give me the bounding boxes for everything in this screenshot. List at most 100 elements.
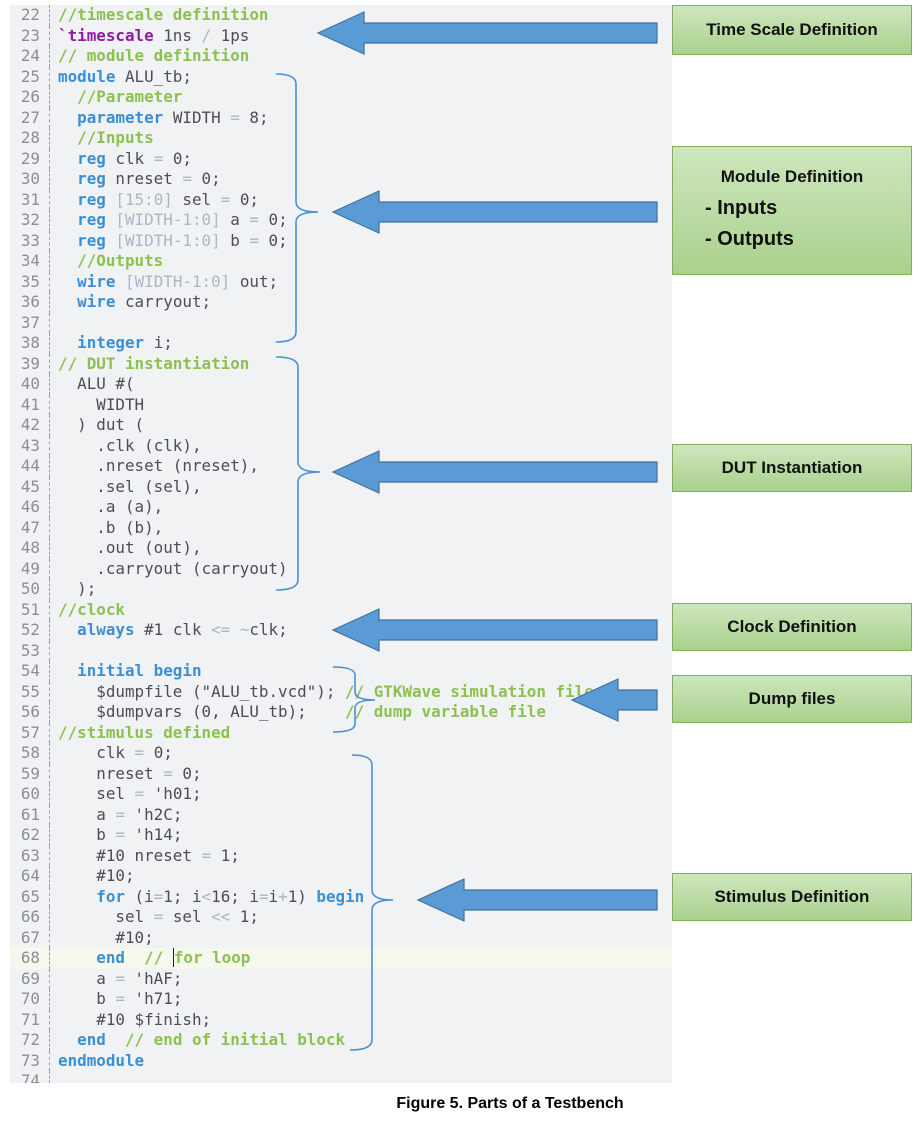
- code-line: 69 a = 'hAF;: [10, 968, 672, 989]
- operator: =: [153, 148, 164, 168]
- operator: ~: [239, 620, 250, 639]
- code-text: sel: [172, 189, 221, 209]
- code-line: 23`timescale 1ns / 1ps: [10, 25, 672, 46]
- code-text: #10;: [58, 866, 135, 885]
- code-text: a: [58, 804, 116, 824]
- code-text: #10;: [58, 927, 154, 947]
- code-content: //clock: [58, 600, 125, 621]
- callout-timescale: Time Scale Definition: [672, 5, 912, 55]
- code-line: 24// module definition: [10, 46, 672, 67]
- code-content: always #1 clk <= ~clk;: [58, 620, 288, 641]
- code-line: 59 nreset = 0;: [10, 763, 672, 784]
- gutter-divider: [49, 743, 50, 764]
- callout-label: Time Scale Definition: [706, 20, 878, 39]
- operator: =: [249, 230, 259, 250]
- line-number: 51: [20, 599, 40, 619]
- code-text: clk: [58, 743, 135, 762]
- code-content: end // for loop: [58, 948, 250, 969]
- operator: /: [201, 25, 212, 45]
- code-text: .b (b),: [58, 517, 164, 537]
- operator: =: [220, 189, 231, 209]
- gutter-divider: [49, 825, 50, 846]
- line-number: 72: [20, 1030, 40, 1049]
- gutter-divider: [49, 251, 50, 272]
- gutter-divider: [49, 128, 50, 149]
- gutter-divider: [49, 1009, 50, 1030]
- code-text: 0;: [163, 148, 192, 168]
- code-line: 63 #10 nreset = 1;: [10, 845, 672, 866]
- code-text: ALU #(: [58, 374, 135, 393]
- code-text: nreset: [105, 169, 183, 188]
- code-line: 35 wire [WIDTH-1:0] out;: [10, 271, 672, 292]
- line-number: 52: [20, 620, 40, 639]
- gutter-divider: [49, 579, 50, 600]
- code-content: //stimulus defined: [58, 723, 230, 744]
- code-line: 64 #10;: [10, 866, 672, 887]
- line-number: 59: [20, 763, 40, 783]
- comment: //stimulus defined: [58, 722, 231, 742]
- keyword: reg: [77, 148, 106, 168]
- code-line: 43 .clk (clk),: [10, 435, 672, 456]
- code-text: i;: [144, 333, 173, 352]
- code-content: reg [WIDTH-1:0] b = 0;: [58, 231, 288, 252]
- code-content: endmodule: [58, 1051, 144, 1072]
- operator: =: [115, 825, 125, 844]
- gutter-divider: [49, 169, 50, 190]
- code-text: $dumpfile ("ALU_tb.vcd");: [58, 681, 346, 701]
- comment: //Outputs: [77, 251, 164, 270]
- figure-caption: Figure 5. Parts of a Testbench: [396, 1095, 624, 1112]
- comment: //clock: [58, 599, 125, 619]
- comment: // GTKWave simulation file: [345, 681, 594, 701]
- code-text: i: [268, 886, 279, 906]
- gutter-divider: [49, 148, 50, 169]
- gutter-divider: [49, 517, 50, 538]
- line-number: 60: [20, 784, 40, 803]
- code-line: 38 integer i;: [10, 333, 672, 354]
- code-text: 1): [287, 886, 317, 906]
- directive: `timescale: [58, 25, 154, 45]
- callout-label: Module Definition: [720, 166, 864, 186]
- operator: =: [153, 907, 164, 926]
- keyword: integer: [77, 333, 145, 352]
- line-number: 27: [20, 107, 40, 127]
- code-text: 0;: [172, 763, 202, 783]
- bracket-dut: [275, 356, 321, 591]
- keyword: for: [96, 886, 125, 906]
- line-number: 68: [20, 948, 40, 967]
- callout-label: Dump files: [748, 689, 836, 708]
- line-number: 34: [20, 251, 40, 270]
- line-number: 49: [20, 558, 40, 578]
- comment: //Inputs: [77, 128, 154, 147]
- gutter-divider: [49, 640, 50, 661]
- operator: =: [115, 804, 125, 824]
- gutter-divider: [49, 804, 50, 825]
- keyword: end: [96, 948, 125, 967]
- line-number: 69: [20, 968, 40, 988]
- line-number: 74: [20, 1071, 40, 1083]
- code-text: clk: [105, 148, 154, 168]
- code-content: $dumpfile ("ALU_tb.vcd"); // GTKWave sim…: [58, 682, 594, 703]
- code-content: .carryout (carryout): [58, 559, 287, 580]
- code-line: 71 #10 $finish;: [10, 1009, 672, 1030]
- gutter-divider: [49, 107, 50, 128]
- callout-module: Module Definition - Inputs - Outputs: [672, 146, 912, 275]
- code-text: (i: [124, 886, 154, 906]
- code-text: 0;: [258, 230, 288, 250]
- code-line: 45 .sel (sel),: [10, 476, 672, 497]
- code-content: reg clk = 0;: [58, 149, 192, 170]
- code-line: 28 //Inputs: [10, 128, 672, 149]
- code-line: 57//stimulus defined: [10, 722, 672, 744]
- keyword: reg: [77, 169, 106, 188]
- comment: //: [144, 948, 173, 967]
- gutter-divider: [49, 46, 50, 67]
- gutter-divider: [49, 702, 50, 723]
- code-text: clk;: [249, 620, 288, 639]
- line-number: 67: [20, 927, 40, 947]
- gutter-divider: [49, 210, 50, 231]
- gutter-divider: [49, 5, 50, 26]
- code-line: 37: [10, 312, 672, 333]
- code-text: ALU_tb;: [115, 66, 192, 86]
- gutter-divider: [49, 497, 50, 518]
- line-number: 56: [20, 702, 40, 721]
